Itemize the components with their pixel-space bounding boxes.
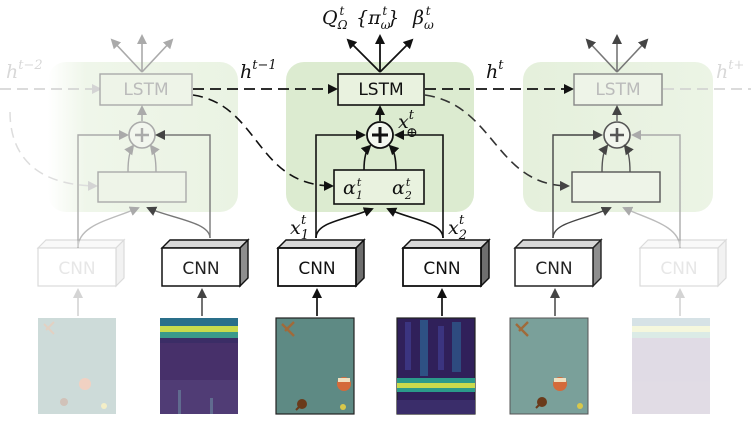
attention-box-left [97, 171, 187, 203]
lstm-box-right [573, 73, 663, 106]
image-to-cnn-arrows [73, 288, 685, 316]
cnn-block-3: CNN [276, 238, 366, 288]
label-h-prev: ht−1 [240, 58, 277, 83]
label-x2: x2t [448, 213, 467, 243]
label-h-curr: ht [486, 58, 504, 83]
lstm-label-center: LSTM [358, 80, 403, 100]
label-h-next: ht+ [716, 58, 744, 83]
label-beta-omega: βωt [412, 4, 434, 32]
module-right: LSTM [552, 73, 681, 249]
cnn-block-4: CNN [401, 238, 491, 288]
label-q-omega: QΩt [322, 4, 348, 32]
cnn-block-1: CNN [36, 238, 126, 288]
svg-text:CNN: CNN [535, 259, 572, 279]
module-left: LSTM [77, 73, 211, 249]
lstm-box-center [337, 73, 425, 106]
svg-text:CNN: CNN [298, 259, 335, 279]
input-image-game-2 [275, 317, 355, 415]
svg-text:CNN: CNN [660, 259, 697, 279]
label-pi-omega: {πωt} [356, 4, 399, 32]
label-x-oplus: xt⊕ [398, 108, 418, 141]
output-arrows-center [346, 34, 414, 73]
svg-text:CNN: CNN [58, 259, 95, 279]
svg-text:CNN: CNN [423, 259, 460, 279]
label-alpha1: α1t [343, 176, 363, 202]
input-image-spectrogram-3 [632, 318, 710, 414]
input-image-spectrogram-2 [396, 317, 476, 415]
input-image-game-3 [509, 317, 589, 415]
input-image-game-1 [38, 318, 116, 414]
lstm-label-right: LSTM [595, 80, 640, 100]
label-h-prev2: ht−2 [6, 58, 43, 83]
lstm-label-left: LSTM [123, 80, 168, 100]
output-arrows-left [110, 34, 174, 73]
label-x1: x1t [290, 213, 309, 243]
lstm-to-attention-curves [9, 94, 570, 191]
cnn-block-5: CNN [513, 238, 603, 288]
svg-text:CNN: CNN [182, 259, 219, 279]
attention-box-center [333, 169, 425, 205]
module-center: LSTM α1t α2t xt⊕ x1t x2t [290, 73, 467, 243]
input-image-spectrogram-1 [160, 318, 238, 414]
attention-box-right [571, 171, 661, 203]
label-alpha2: α2t [392, 176, 412, 202]
cnn-block-6: CNN [638, 238, 728, 288]
output-arrows-right [585, 34, 649, 73]
cnn-block-2: CNN [160, 238, 250, 288]
